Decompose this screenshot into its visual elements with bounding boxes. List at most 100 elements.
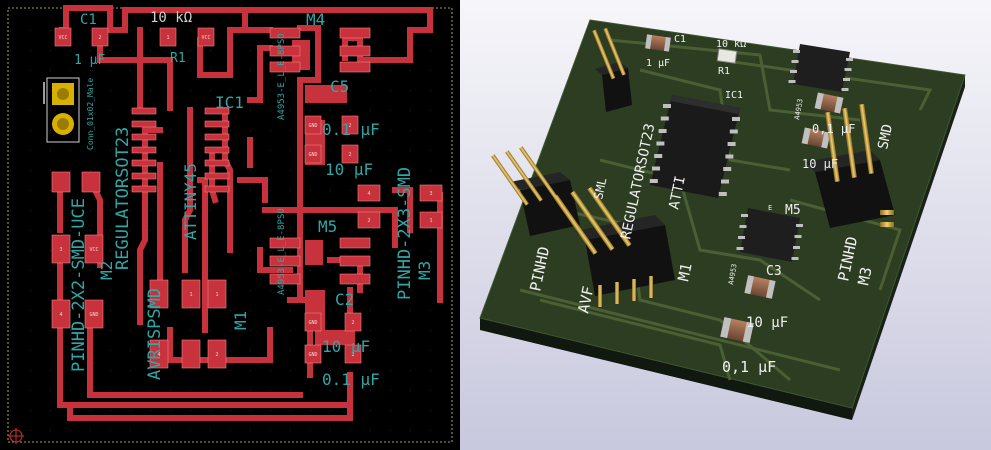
pad-label: 4 xyxy=(59,312,62,318)
pad-m4-5 xyxy=(339,45,371,57)
pad-label: GND xyxy=(308,152,317,158)
pad-m4-4 xyxy=(339,27,371,39)
pad-m2-gnd: GND xyxy=(84,299,104,329)
chip-pin xyxy=(796,224,803,227)
render-label-c5-value: 0,1 µF xyxy=(812,122,855,136)
pad-label: GND xyxy=(308,123,317,129)
header-m3[interactable] xyxy=(805,103,895,228)
header-pinhd-left[interactable] xyxy=(491,146,580,236)
render-label-m5-e: E xyxy=(768,204,772,212)
chip-pin xyxy=(793,246,800,249)
label-c1: C1 xyxy=(80,12,97,28)
pad-c2-2: 2 xyxy=(344,312,362,332)
label-m3: M3 xyxy=(415,261,434,280)
label-m1: M1 xyxy=(231,311,250,330)
label-c3-value: 0.1 µF xyxy=(322,370,380,389)
pad-m5-6 xyxy=(339,273,371,285)
label-c5: C5 xyxy=(330,77,349,96)
pad-label: 2 xyxy=(351,352,354,358)
pad-label: 2 xyxy=(351,320,354,326)
render-label-sml: SML xyxy=(591,176,609,200)
pad-label: 2 xyxy=(98,35,101,41)
connector-conn-01x02[interactable] xyxy=(43,77,80,143)
chip-pin xyxy=(841,88,849,91)
pad-label: 2 xyxy=(348,123,351,129)
pad-m3-1: 1 xyxy=(419,211,443,229)
cap-c1[interactable] xyxy=(645,34,671,52)
pad-label: 4 xyxy=(157,352,160,358)
pad-c3-1: GND xyxy=(304,344,322,364)
label-m5: M5 xyxy=(318,217,337,236)
label-m2: M2 xyxy=(97,261,116,280)
render-label-c3-value: 0,1 µF xyxy=(722,358,776,376)
pad-ic1-right xyxy=(204,172,230,180)
render-label-c1: C1 xyxy=(674,34,686,45)
cap-c4[interactable] xyxy=(801,127,831,149)
m5-chip[interactable] xyxy=(736,208,804,262)
pad-m1-2: 2 xyxy=(207,339,227,369)
cap-c5[interactable] xyxy=(814,92,844,114)
pad-m5-1 xyxy=(269,237,301,249)
pad-m2-b xyxy=(81,171,101,193)
chip-pin xyxy=(729,129,738,134)
pad-label: 3 xyxy=(429,191,432,197)
render-label-r1: R1 xyxy=(718,66,730,77)
cap-c2[interactable] xyxy=(720,317,754,343)
label-regulator: REGULATORSOT23 xyxy=(113,127,133,270)
render-label-c1-value: 1 µF xyxy=(646,58,670,69)
pad-ic1-right xyxy=(204,120,230,128)
chip-pin xyxy=(741,214,748,217)
pad-c4-1: GND xyxy=(304,144,322,164)
res-r1[interactable] xyxy=(716,48,738,64)
pad-m2-4: 4 xyxy=(51,299,71,329)
pad-m2-3: 3 xyxy=(51,234,71,264)
pcb-3d-render[interactable]: C1 1 µF 10 kΩ R1 IC1 A4953 0,1 µF 10 µF … xyxy=(460,0,991,450)
pad-r1-1: 1 xyxy=(159,27,177,47)
chip-pin xyxy=(725,154,734,159)
chip-pin xyxy=(791,60,799,63)
pad-m1-1: 1 xyxy=(207,279,227,309)
pad-ic1-right xyxy=(204,107,230,115)
label-c2: C2 xyxy=(335,290,354,309)
render-label-a4953-top: A4953 xyxy=(793,98,805,120)
pad-label: GND xyxy=(308,352,317,358)
origin-marker xyxy=(8,428,24,444)
pad-c4-2: 2 xyxy=(341,144,359,164)
ic1-chip[interactable] xyxy=(649,95,740,198)
chip-pin xyxy=(654,154,663,158)
header-m1[interactable] xyxy=(553,186,675,307)
pad-label: 1 xyxy=(166,35,169,41)
pad-avr-4: 4 xyxy=(149,339,169,369)
pad-avr-3: 3 xyxy=(149,279,169,309)
label-pinhd-left: PINHD-2X2-SMD-UCE xyxy=(69,198,89,372)
chip-pin xyxy=(736,247,744,250)
pad-label: GND xyxy=(89,312,98,318)
chip-pin xyxy=(721,179,729,184)
pad-ic1-left xyxy=(131,146,157,154)
chip-pin xyxy=(732,117,740,121)
chip-pin xyxy=(663,104,671,108)
pad-label: 3 xyxy=(157,292,160,298)
label-r1-value: 10 kΩ xyxy=(150,10,192,26)
label-avrisp: AVRISPSMD xyxy=(145,288,165,380)
pad-m3-2: 2 xyxy=(357,211,381,229)
label-pinhd-right: PINHD-2X3-SMD xyxy=(395,167,415,300)
m4-chip[interactable] xyxy=(788,44,854,92)
pad-c1-2: 2 xyxy=(91,27,109,47)
pad-avr-x xyxy=(181,339,201,369)
cap-c3[interactable] xyxy=(744,275,776,299)
pad-ic1-left xyxy=(131,120,157,128)
pad-ic1-right xyxy=(204,133,230,141)
label-attiny: ATTINY45 xyxy=(181,163,200,240)
chip-pin xyxy=(660,116,669,121)
render-label-c4-value: 10 µF xyxy=(802,157,838,171)
chip-pin xyxy=(727,142,736,146)
pad-ic1-left xyxy=(131,159,157,167)
pad-m3-3: 3 xyxy=(419,184,443,202)
label-c4-value: 10 µF xyxy=(325,160,373,179)
chip-pin xyxy=(658,129,667,133)
header-ic-top[interactable] xyxy=(592,27,632,112)
